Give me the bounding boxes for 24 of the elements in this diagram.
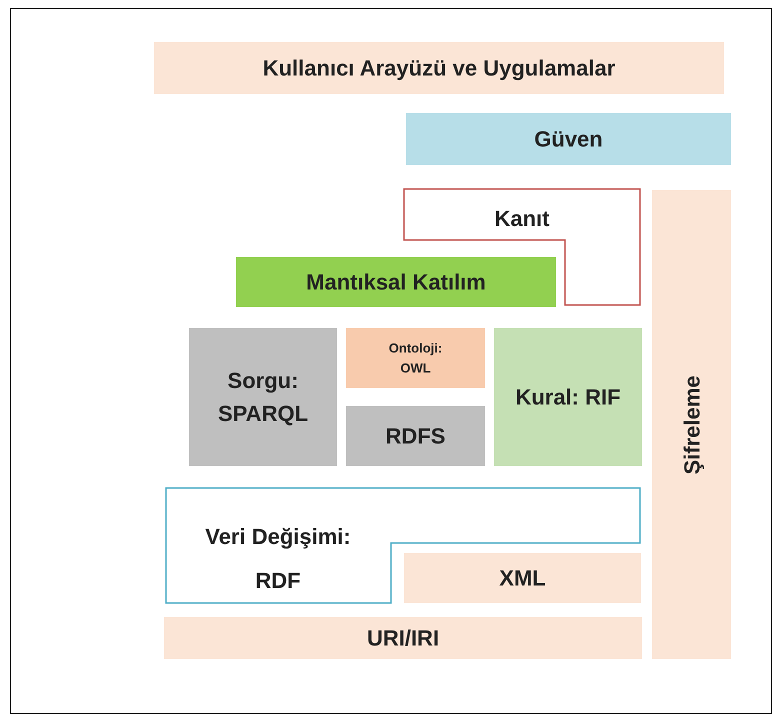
layer-box: [404, 553, 641, 603]
layer-box: [189, 328, 337, 466]
layer-box: [154, 42, 724, 94]
layer-outline: [165, 487, 641, 604]
layer-box: [346, 328, 485, 388]
layer-label: Güven: [533, 126, 604, 154]
layer-box: [346, 406, 485, 466]
layer-box: [652, 190, 731, 659]
layer-box: [236, 257, 556, 307]
layer-label: Kural: RIF: [514, 384, 622, 412]
layer-label: XML: [498, 564, 547, 592]
layer-label: Kullanıcı Arayüzü ve Uygulamalar: [262, 54, 616, 82]
layer-box: [164, 617, 642, 659]
layer-label: Sorgu: SPARQL: [216, 367, 310, 428]
layer-label: Şifreleme: [678, 374, 705, 474]
layer-label: URI/IRI: [366, 624, 440, 652]
layer-label: Ontoloji: OWL: [388, 340, 444, 377]
layer-label: Veri Değişimi: RDF: [204, 523, 352, 595]
layer-box: [406, 113, 731, 165]
layer-label: Mantıksal Katılım: [305, 268, 487, 296]
layer-label: Kanıt: [494, 205, 550, 233]
layer-outline: [403, 188, 641, 306]
layer-box: [494, 328, 642, 466]
layer-label: RDFS: [384, 422, 446, 450]
